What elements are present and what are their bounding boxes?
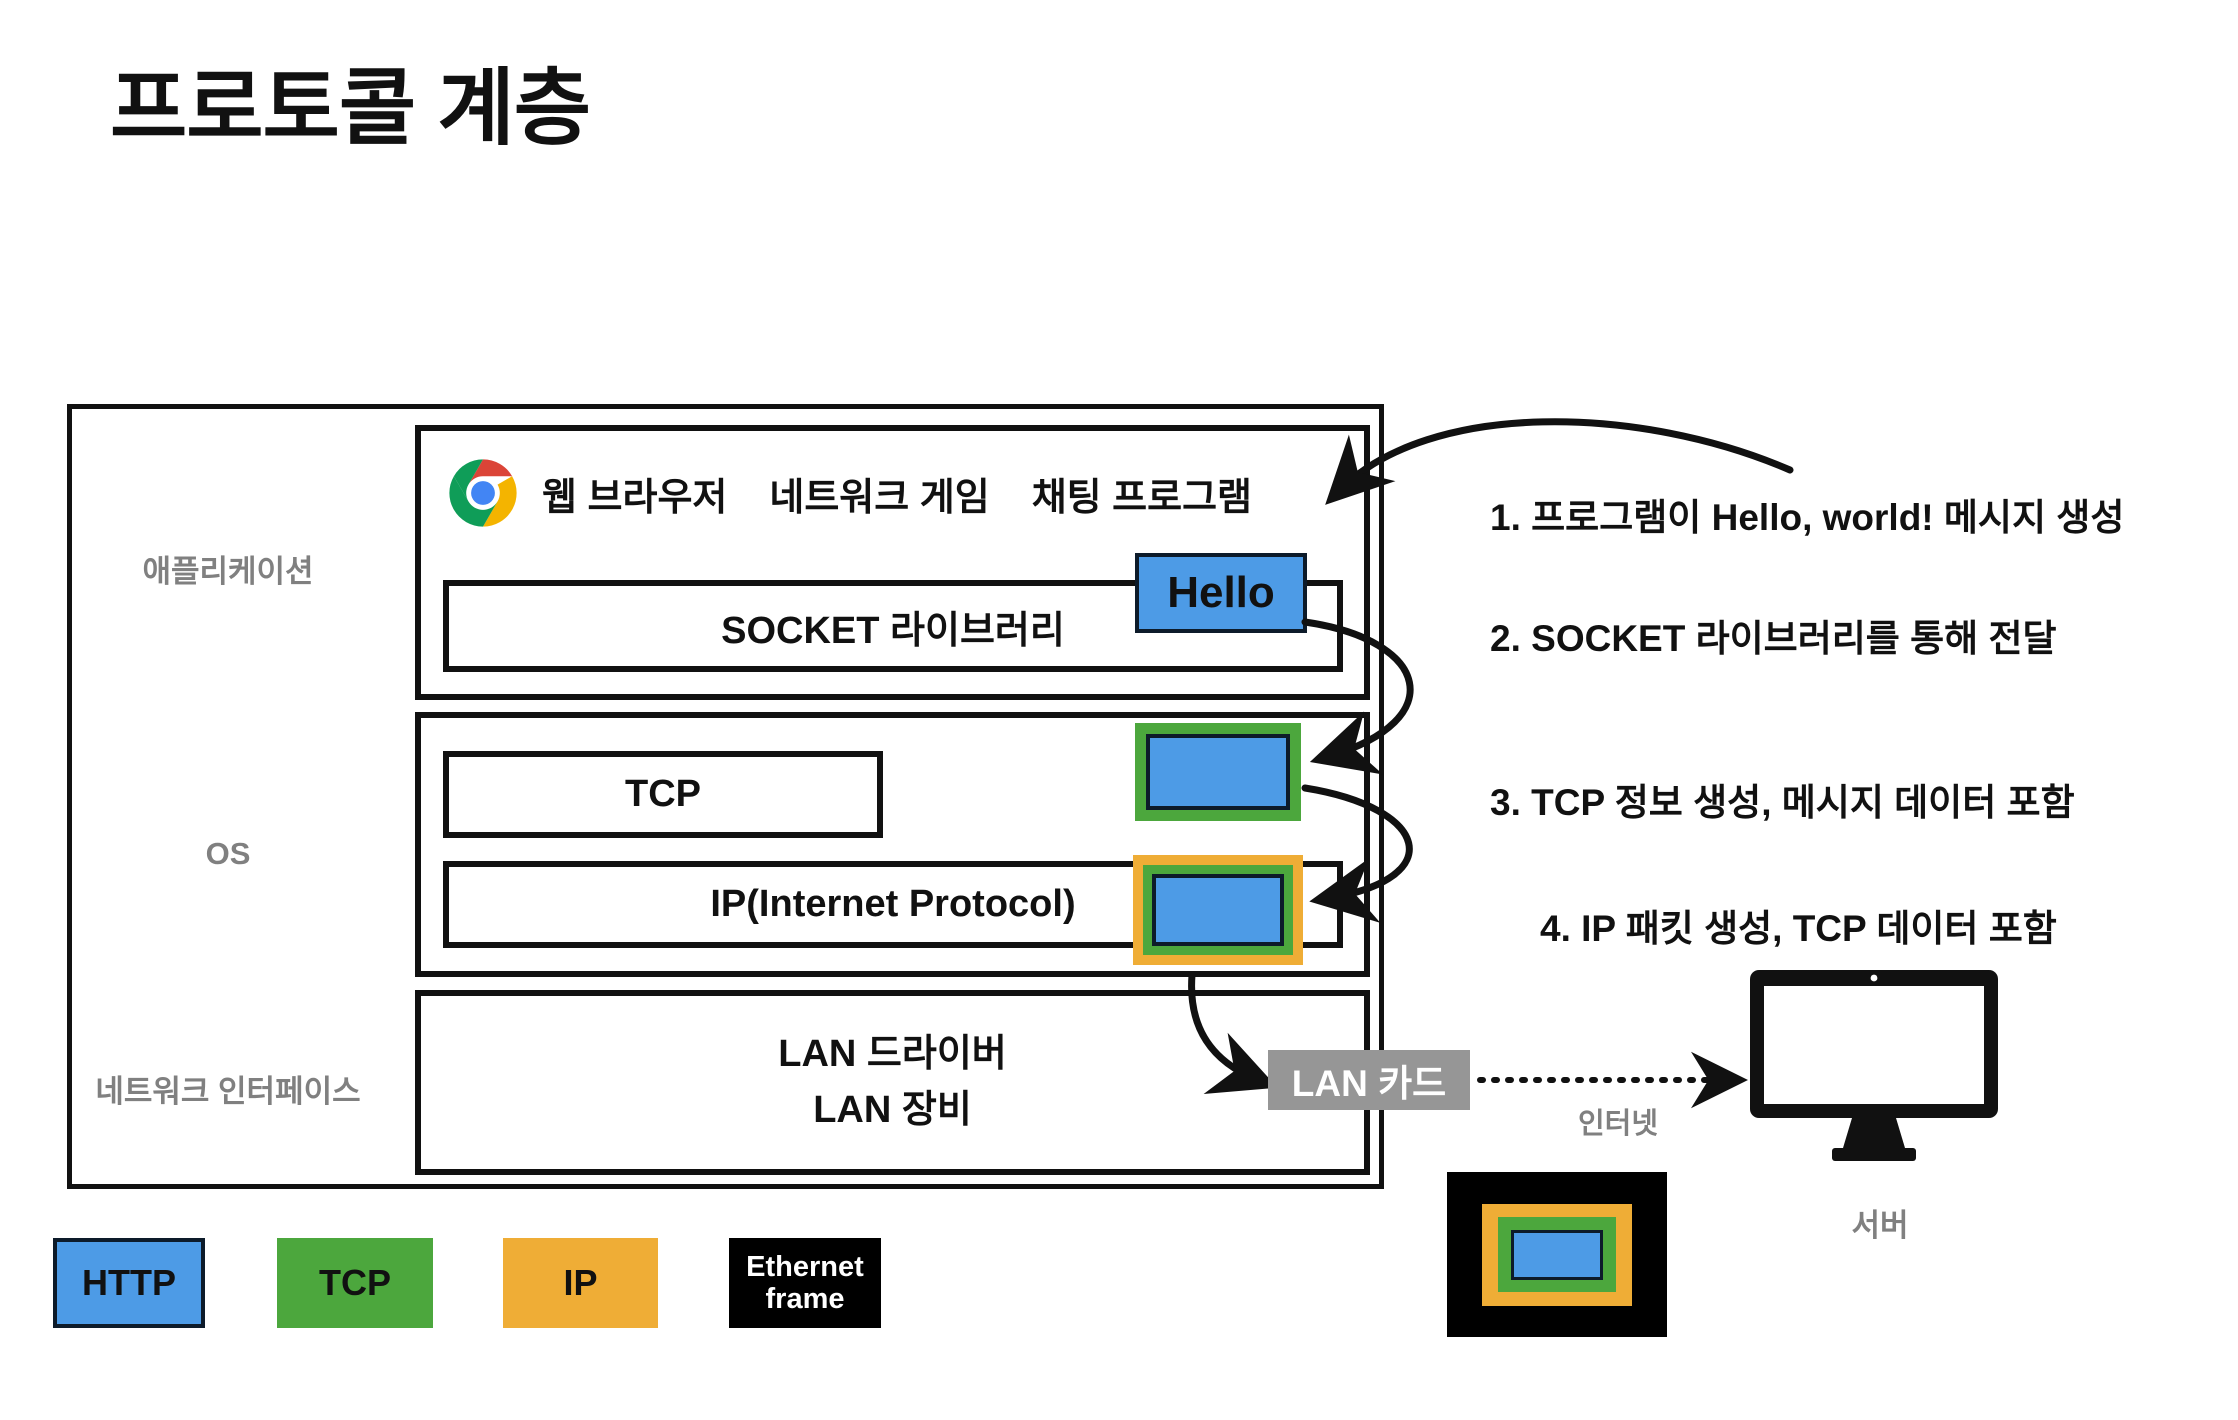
legend-label-http: HTTP	[82, 1262, 176, 1303]
hello-packet-chip: Hello	[1135, 553, 1307, 633]
internet-label: 인터넷	[1577, 1108, 1659, 1140]
program-chat: 채팅 프로그램	[1031, 476, 1253, 519]
step-3-text: 3. TCP 정보 생성, 메시지 데이터 포함	[1490, 782, 2075, 823]
tcp-segment-http-payload	[1146, 734, 1290, 810]
step-2-text: 2. SOCKET 라이브러리를 통해 전달	[1490, 618, 2057, 659]
page-title: 프로토콜 계층	[110, 61, 591, 155]
step-1-text: 1. 프로그램이 Hello, world! 메시지 생성	[1490, 497, 2125, 538]
legend-item-ethernet-frame: Ethernet frame	[729, 1238, 881, 1328]
ip-packet-http-payload	[1152, 874, 1284, 946]
ethernet-frame-illustration	[1447, 1172, 1667, 1337]
legend-label-ip: IP	[563, 1262, 598, 1303]
layer-label-application: 애플리케이션	[142, 554, 314, 589]
layer-label-network-interface: 네트워크 인터페이스	[95, 1074, 361, 1109]
tcp-bar: TCP	[443, 751, 883, 838]
legend-label-ethernet-line1: Ethernet	[746, 1250, 864, 1283]
legend-label-ethernet-line2: frame	[765, 1283, 845, 1315]
ip-packet-chip	[1133, 855, 1303, 965]
ethernet-frame-http-layer	[1511, 1229, 1603, 1280]
application-program-names: 웹 브라우저 네트워크 게임 채팅 프로그램	[542, 466, 1252, 521]
ethernet-frame-tcp-layer	[1498, 1217, 1616, 1292]
socket-library-label: SOCKET 라이브러리	[721, 609, 1065, 652]
tcp-label: TCP	[625, 773, 701, 815]
legend-item-http: HTTP	[53, 1238, 205, 1328]
step-4-text: 4. IP 패킷 생성, TCP 데이터 포함	[1540, 908, 2057, 949]
lan-device-label: LAN 장비	[813, 1088, 972, 1131]
chrome-icon	[449, 459, 517, 527]
arrow-step-1	[1325, 418, 1794, 505]
ip-packet-tcp-payload	[1143, 865, 1293, 955]
application-programs-row: 웹 브라우저 네트워크 게임 채팅 프로그램	[448, 458, 1252, 528]
legend-item-tcp: TCP	[277, 1238, 433, 1328]
network-interface-layer-box: LAN 드라이버 LAN 장비	[415, 990, 1370, 1175]
lan-card-badge: LAN 카드	[1268, 1050, 1470, 1110]
server-label: 서버	[1851, 1208, 1909, 1243]
legend-label-tcp: TCP	[319, 1262, 391, 1303]
ip-label: IP(Internet Protocol)	[710, 883, 1076, 925]
socket-library-bar: SOCKET 라이브러리	[443, 580, 1343, 672]
ethernet-frame-ip-layer	[1482, 1203, 1632, 1306]
program-web-browser: 웹 브라우저	[542, 476, 728, 519]
server-monitor-icon	[1750, 970, 1998, 1161]
hello-packet-label: Hello	[1167, 568, 1275, 617]
legend-item-ip: IP	[503, 1238, 658, 1328]
legend: HTTP TCP IP Ethernet frame	[53, 1238, 881, 1328]
program-network-game: 네트워크 게임	[769, 476, 990, 519]
tcp-segment-chip	[1135, 723, 1301, 821]
lan-driver-label: LAN 드라이버	[778, 1033, 1007, 1075]
layer-label-os: OS	[205, 836, 251, 871]
